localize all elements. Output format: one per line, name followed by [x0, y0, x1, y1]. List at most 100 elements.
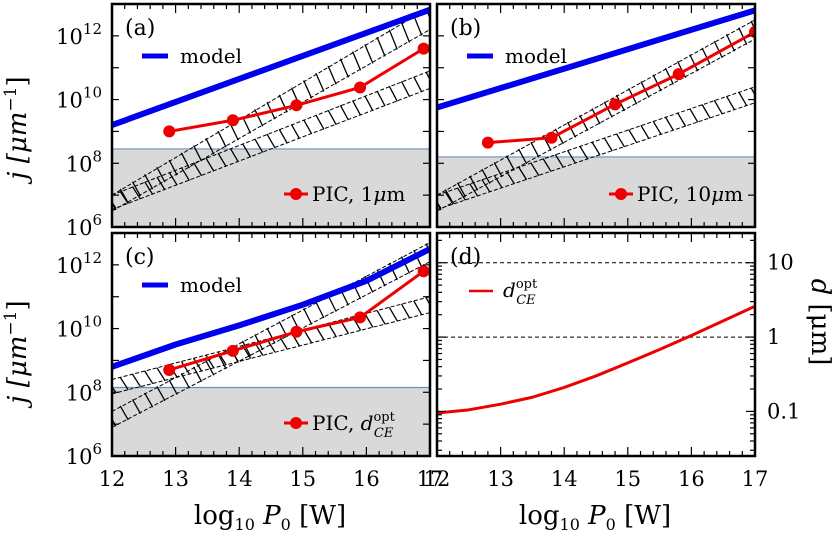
hatch-mark — [315, 72, 325, 92]
hatch-mark — [119, 405, 129, 421]
hatch-mark — [131, 399, 142, 414]
hatch-mark — [400, 22, 411, 43]
data-point — [672, 68, 685, 81]
hatch-mark — [388, 85, 398, 102]
hatch-mark — [144, 181, 154, 195]
hatch-mark — [456, 182, 467, 198]
hatch-mark — [701, 104, 711, 119]
hatch-mark — [664, 67, 674, 85]
y-tick-label: 106 — [66, 211, 102, 240]
hatch-mark — [193, 357, 203, 372]
hatch-mark — [303, 80, 313, 99]
data-point — [609, 98, 622, 111]
series-pic — [163, 42, 430, 138]
series-model — [112, 6, 430, 128]
legend-label: model — [180, 44, 242, 68]
hatch-mark — [689, 54, 699, 72]
hatch-mark — [425, 243, 430, 254]
band-upper-edge — [112, 242, 430, 412]
hatch-mark — [315, 114, 325, 130]
data-point — [417, 42, 430, 55]
hatch-mark — [566, 121, 577, 138]
hatch-mark — [376, 90, 386, 107]
hatch-mark — [554, 128, 564, 145]
legend-marker-pic — [290, 188, 302, 200]
series-line — [112, 246, 430, 370]
hatch-mark — [339, 105, 349, 121]
hatch-mark — [530, 141, 540, 158]
shaded-region — [112, 387, 430, 456]
hatch-mark — [112, 385, 117, 394]
hatch-mark — [364, 44, 374, 64]
hatch-mark — [701, 47, 711, 65]
x-tick-label: 15 — [614, 467, 641, 491]
hatch-mark — [481, 179, 491, 193]
series-pic — [163, 265, 430, 376]
hatch-mark — [628, 129, 638, 144]
hatch-mark — [193, 366, 203, 383]
data-point — [290, 99, 303, 112]
hatch-mark — [425, 71, 430, 82]
hatch-mark — [205, 138, 215, 155]
hatch-mark — [303, 329, 313, 344]
series-line — [112, 6, 430, 128]
hatch-mark — [738, 91, 748, 107]
band-lower-edge — [112, 312, 430, 395]
hatch-mark — [205, 157, 215, 172]
hatch-mark — [168, 159, 178, 176]
hatch-mark — [725, 95, 736, 111]
x-tick-label: 12 — [99, 467, 126, 491]
hatch-mark — [493, 174, 503, 189]
hatch-mark — [738, 27, 748, 45]
hatch-mark — [518, 166, 528, 181]
hatch-mark — [437, 201, 442, 211]
legend-marker-pic — [615, 188, 627, 200]
hatch-mark — [530, 162, 540, 176]
hatch-mark — [713, 40, 723, 59]
hatch-mark — [180, 361, 190, 375]
series-pic — [481, 26, 755, 149]
panel-tag: (b) — [450, 16, 481, 41]
y-tick-label: 106 — [66, 440, 102, 469]
hatch-mark — [229, 148, 239, 163]
hatch-mark — [640, 124, 650, 140]
hatch-mark — [352, 100, 362, 116]
band-lower-edge — [437, 38, 755, 212]
hatch-mark — [591, 141, 601, 156]
shaded-region — [112, 148, 430, 227]
hatch-mark — [131, 181, 142, 197]
y-tick-label: 10 — [767, 251, 794, 275]
hatch-mark — [603, 137, 613, 152]
y-tick-label: 1012 — [56, 249, 102, 278]
hatch-mark — [156, 386, 166, 402]
hatch-mark — [481, 168, 491, 184]
hatch-mark — [168, 171, 178, 186]
hatch-mark — [327, 65, 337, 85]
data-point — [354, 311, 367, 324]
hatched-band — [437, 19, 755, 212]
band-lower-edge — [112, 29, 430, 212]
y-tick-label: 1 — [767, 325, 780, 349]
x-axis-label-left: log10 P0 [W] — [194, 501, 346, 533]
hatch-mark — [193, 145, 203, 162]
hatch-mark — [518, 148, 528, 165]
hatch-mark — [456, 187, 467, 201]
hatch-mark — [725, 34, 736, 52]
hatch-mark — [156, 176, 166, 191]
hatch-mark — [278, 128, 288, 144]
x-axis-label-right: log10 P0 [W] — [519, 501, 671, 533]
hatch-mark — [713, 99, 723, 115]
hatch-mark — [505, 170, 515, 185]
hatch-mark — [664, 116, 674, 131]
data-point — [226, 114, 239, 127]
hatch-mark — [652, 120, 662, 135]
panel-tag: (a) — [125, 16, 155, 41]
series-model — [112, 246, 430, 370]
hatch-mark — [315, 326, 325, 341]
data-point — [354, 81, 367, 94]
x-tick-label: 14 — [226, 467, 253, 491]
data-point — [481, 136, 494, 149]
hatch-mark — [677, 112, 687, 127]
hatch-mark — [112, 201, 117, 211]
